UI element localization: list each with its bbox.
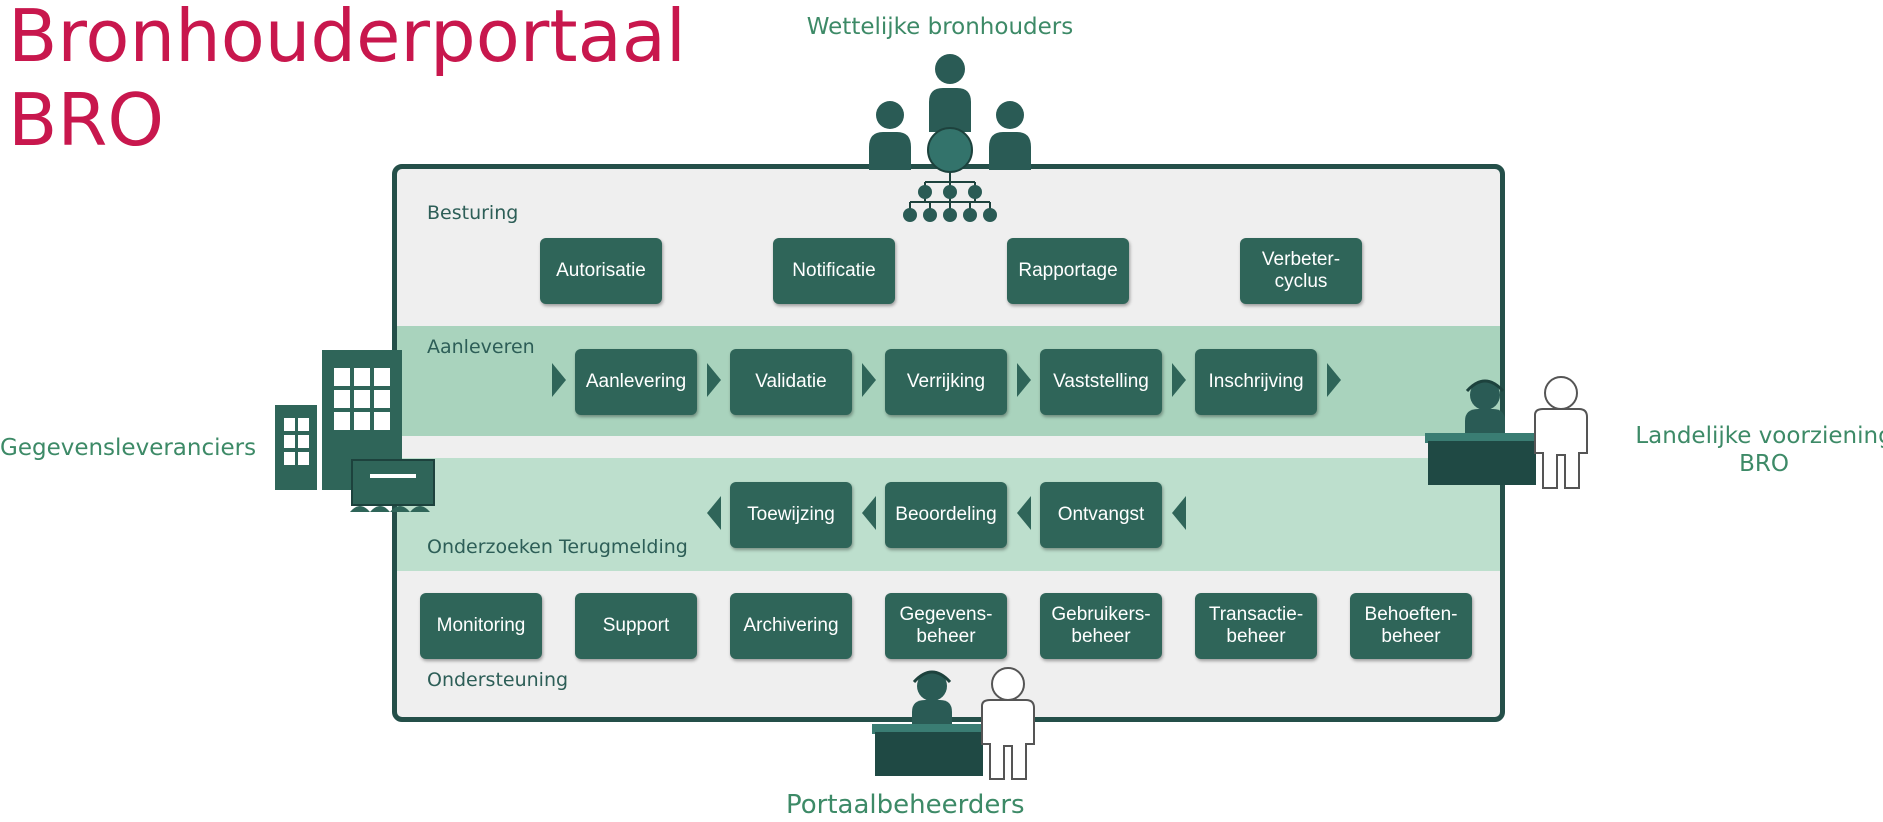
arrow-right — [1172, 363, 1186, 397]
step-vaststelling: Vaststelling — [1040, 349, 1162, 415]
section-label-aanleveren: Aanleveren — [427, 336, 535, 358]
arrow-right — [1017, 363, 1031, 397]
arrow-right — [1327, 363, 1341, 397]
step-validatie: Validatie — [730, 349, 852, 415]
portal-frame: Besturing Aanleveren Onderzoeken Terugme… — [392, 164, 1505, 722]
step-inschrijving: Inschrijving — [1195, 349, 1317, 415]
arrow-right — [862, 363, 876, 397]
step-verrijking: Verrijking — [885, 349, 1007, 415]
box-transactiebeheer: Transactie- beheer — [1195, 593, 1317, 659]
helpdesk-person-icon — [1425, 376, 1588, 489]
section-label-onderzoeken: Onderzoeken Terugmelding — [427, 536, 688, 558]
actor-label-right-line-2: BRO — [1739, 450, 1789, 477]
arrow-right — [552, 363, 566, 397]
step-ontvangst: Ontvangst — [1040, 482, 1162, 548]
title-line-2: BRO — [8, 78, 165, 162]
arrow-left — [862, 496, 876, 530]
title-line-1: Bronhouderportaal — [8, 0, 686, 78]
box-verbetercyclus: Verbeter- cyclus — [1240, 238, 1362, 304]
box-notificatie: Notificatie — [773, 238, 895, 304]
section-label-ondersteuning: Ondersteuning — [427, 669, 569, 691]
arrow-left — [707, 496, 721, 530]
page-title: Bronhouderportaal BRO — [8, 0, 686, 162]
actor-label-landelijke-voorziening: Landelijke voorziening BRO — [1614, 423, 1883, 478]
actor-label-right-line-1: Landelijke voorziening — [1635, 423, 1883, 449]
actor-label-gegevensleveranciers: Gegevensleveranciers — [0, 435, 257, 461]
arrow-right — [707, 363, 721, 397]
box-gebruikersbeheer: Gebruikers- beheer — [1040, 593, 1162, 659]
bronhouders-group-icon — [869, 54, 1031, 222]
arrow-left — [1172, 496, 1186, 530]
office-building-icon — [275, 350, 435, 512]
box-archivering: Archivering — [730, 593, 852, 659]
step-toewijzing: Toewijzing — [730, 482, 852, 548]
box-support: Support — [575, 593, 697, 659]
box-autorisatie: Autorisatie — [540, 238, 662, 304]
box-monitoring: Monitoring — [420, 593, 542, 659]
section-label-besturing: Besturing — [427, 202, 519, 224]
step-aanlevering: Aanlevering — [575, 349, 697, 415]
actor-label-portaalbeheerders: Portaalbeheerders — [786, 790, 1025, 820]
actor-label-bronhouders: Wettelijke bronhouders — [806, 14, 1074, 40]
arrow-left — [1017, 496, 1031, 530]
helpdesk-person-icon-bottom — [872, 667, 1035, 780]
box-behoeftenbeheer: Behoeften- beheer — [1350, 593, 1472, 659]
step-beoordeling: Beoordeling — [885, 482, 1007, 548]
box-rapportage: Rapportage — [1007, 238, 1129, 304]
box-gegevensbeheer: Gegevens- beheer — [885, 593, 1007, 659]
